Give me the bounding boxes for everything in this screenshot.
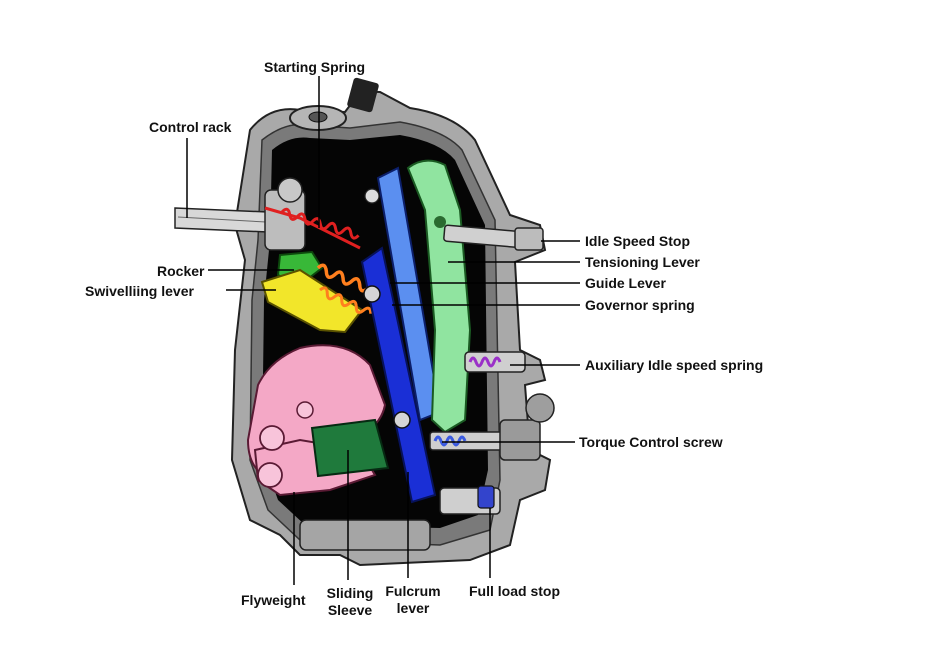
auxiliary-idle-spring bbox=[464, 351, 526, 373]
label-idle-speed-stop: Idle Speed Stop bbox=[585, 233, 691, 249]
full-load-stop-part bbox=[439, 485, 501, 515]
label-rocker: Rocker bbox=[157, 263, 205, 279]
label-sliding-sleeve-line1: Sliding bbox=[326, 585, 374, 601]
label-tensioning-lever: Tensioning Lever bbox=[585, 254, 700, 270]
label-sliding-sleeve: Sliding Sleeve bbox=[326, 585, 374, 619]
housing-base bbox=[299, 519, 431, 551]
label-torque-control-screw: Torque Control screw bbox=[579, 434, 723, 450]
label-control-rack: Control rack bbox=[149, 119, 232, 135]
label-governor-spring: Governor spring bbox=[585, 297, 695, 313]
label-swivelling-lever: Swivelliing lever bbox=[85, 283, 194, 299]
label-flyweight: Flyweight bbox=[241, 592, 306, 608]
label-auxiliary-idle-speed-spring: Auxiliary Idle speed spring bbox=[585, 357, 764, 373]
label-full-load-stop: Full load stop bbox=[469, 583, 560, 599]
idle-speed-stop-screw bbox=[443, 224, 544, 251]
label-fulcrum-lever: Fulcrum lever bbox=[385, 583, 441, 617]
label-fulcrum-lever-line1: Fulcrum bbox=[385, 583, 441, 599]
label-guide-lever: Guide Lever bbox=[585, 275, 666, 291]
leader-lines bbox=[186, 76, 580, 585]
top-bolt bbox=[347, 77, 379, 113]
label-fulcrum-lever-line2: lever bbox=[396, 600, 430, 616]
swivelling-lever-part bbox=[260, 268, 364, 334]
label-starting-spring: Starting Spring bbox=[264, 59, 366, 75]
label-sliding-sleeve-line2: Sleeve bbox=[327, 602, 373, 618]
torque-control-screw-part bbox=[429, 419, 541, 461]
control-rack-rod bbox=[174, 207, 269, 233]
sliding-sleeve-part bbox=[310, 418, 390, 478]
starting-spring bbox=[264, 206, 361, 250]
